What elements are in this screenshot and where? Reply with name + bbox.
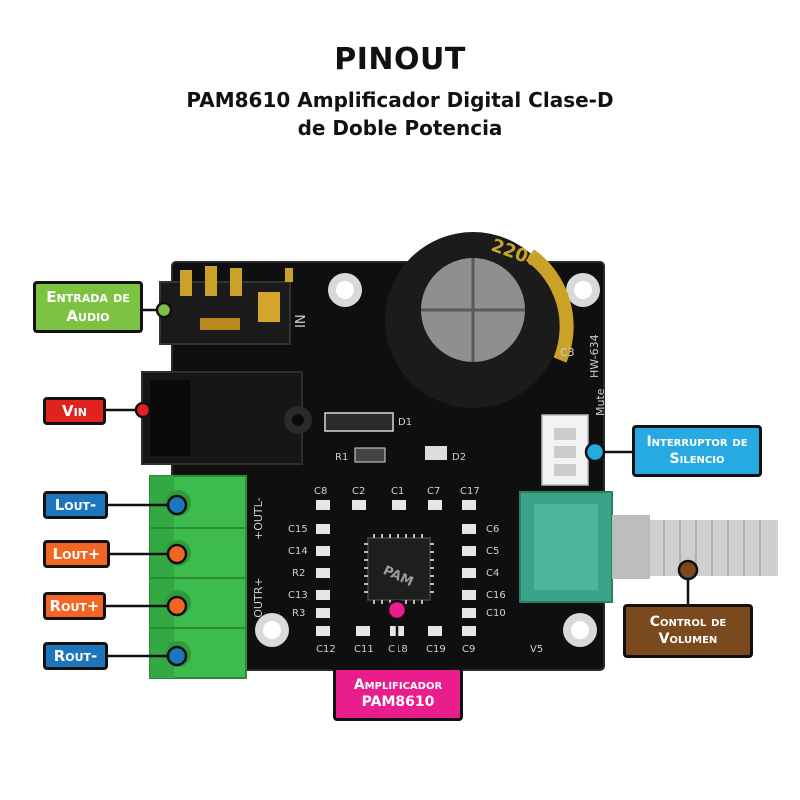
label-audio-input: Entrada de Audio	[33, 281, 143, 333]
label-rout-minus: Rout-	[43, 642, 108, 670]
silk-c1: C1	[391, 486, 404, 497]
marker-rout-minus	[166, 645, 188, 667]
silk-c4: C4	[486, 568, 499, 579]
silk-outr: -OUTR+	[252, 577, 265, 622]
silk-r3: R3	[292, 608, 305, 619]
silk-v5: V5	[530, 644, 543, 655]
diodes	[324, 412, 447, 463]
mounting-holes	[255, 273, 600, 647]
silk-c19: C19	[426, 644, 446, 655]
silk-c7: C7	[427, 486, 440, 497]
silk-c8: C8	[314, 486, 327, 497]
marker-vin	[134, 401, 152, 419]
marker-rout-plus	[166, 595, 188, 617]
markers	[134, 301, 699, 667]
silk-outl: +OUTL-	[252, 497, 265, 540]
audio-jack	[159, 266, 293, 345]
screw-terminal	[149, 475, 247, 679]
label-vin: Vin	[43, 397, 106, 425]
silk-c17: C17	[460, 486, 480, 497]
marker-volume	[677, 559, 699, 581]
dc-jack	[141, 371, 312, 465]
mute-connector	[541, 414, 589, 486]
silk-c16: C16	[486, 590, 506, 601]
silk-c13: C13	[288, 590, 308, 601]
silk-c2: C2	[352, 486, 365, 497]
silk-d1: D1	[398, 417, 412, 428]
silk-r2: R2	[292, 568, 305, 579]
marker-lout-minus	[166, 494, 188, 516]
label-rout-plus: Rout+	[43, 592, 106, 620]
silk-c9: C9	[462, 644, 475, 655]
silk-d2: D2	[452, 452, 466, 463]
label-lout-minus: Lout-	[43, 491, 108, 519]
marker-lout-plus	[166, 543, 188, 565]
label-lout-plus: Lout+	[43, 540, 110, 568]
page-subtitle-line2: de Doble Potencia	[297, 116, 503, 140]
label-amplifier: Amplificador PAM8610	[333, 667, 463, 721]
silk-labels: C8 C2 C1 C7 C17 C15 C14 R2 C13 R3 C12 C1…	[288, 486, 543, 655]
silk-c10: C10	[486, 608, 506, 619]
silk-c14: C14	[288, 546, 308, 557]
marker-mute	[584, 441, 606, 463]
marker-audio	[155, 301, 173, 319]
silk-r1: R1	[335, 452, 348, 463]
silk-c6: C6	[486, 524, 499, 535]
pam8610-chip: PAM	[364, 534, 434, 604]
silk-in: IN	[294, 314, 309, 328]
volume-potentiometer	[519, 491, 778, 603]
leaders	[106, 308, 690, 667]
silk-hw: HW-634	[588, 334, 601, 378]
label-mute-switch: Interruptor de Silencio	[632, 425, 762, 477]
silk-c12: C12	[316, 644, 336, 655]
page-title: PINOUT	[334, 42, 466, 77]
silk-c3: C3	[560, 346, 575, 359]
page-subtitle-line1: PAM8610 Amplificador Digital Clase-D	[186, 88, 614, 112]
marker-amp	[386, 599, 408, 621]
silk-c5: C5	[486, 546, 499, 557]
electrolytic-capacitor: 2200	[385, 232, 574, 408]
silk-c11: C11	[354, 644, 374, 655]
silk-c15: C15	[288, 524, 308, 535]
label-volume-control: Control de Volumen	[623, 604, 753, 658]
silk-mute: Mute	[594, 388, 607, 416]
